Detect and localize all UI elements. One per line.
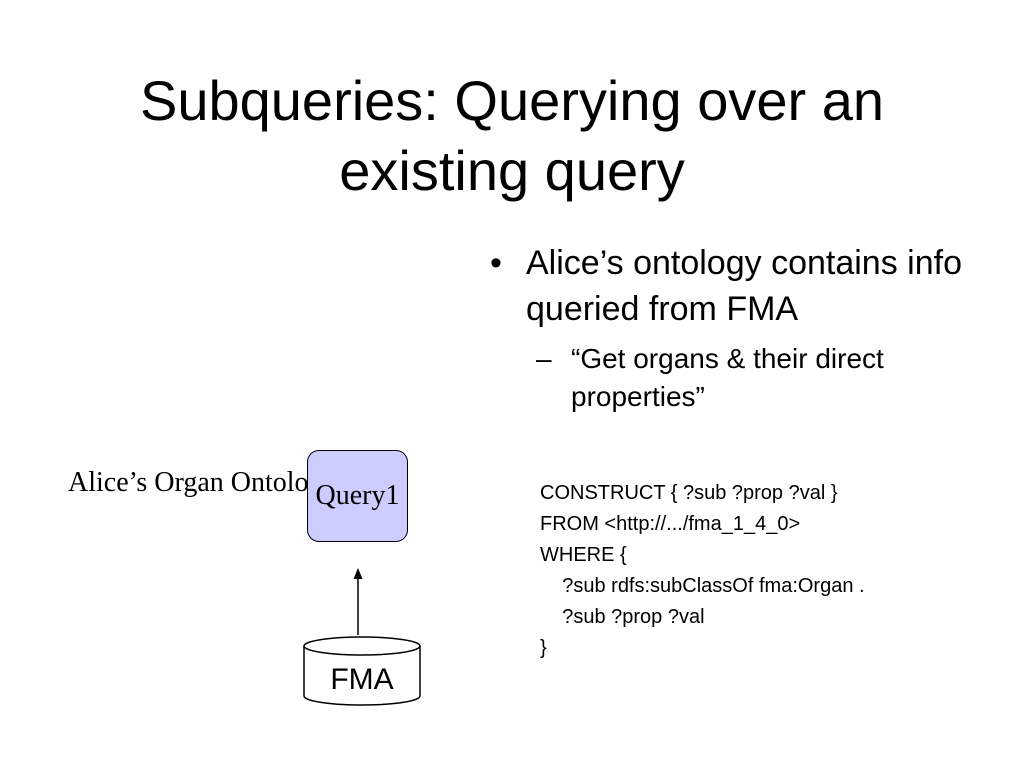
bullet-marker: • — [490, 244, 502, 282]
bullet-item: • Alice’s ontology contains info queried… — [490, 240, 1000, 332]
sub-bullet-item: – “Get organs & their direct properties” — [536, 340, 1000, 416]
database-node-label: FMA — [330, 663, 394, 696]
sparql-query-code: CONSTRUCT { ?sub ?prop ?val } FROM <http… — [540, 482, 865, 659]
query-node-label: Query1 — [315, 480, 400, 511]
sub-bullet-marker: – — [536, 343, 552, 374]
ontology-label: Alice’s Organ Ontology — [68, 467, 337, 498]
database-cylinder-icon — [303, 636, 421, 706]
bullet-list: • Alice’s ontology contains info queried… — [490, 240, 1000, 416]
sub-bullet-text: “Get organs & their direct properties” — [571, 343, 884, 412]
bullet-text: Alice’s ontology contains info queried f… — [526, 244, 962, 328]
query-node: Query1 — [307, 450, 408, 542]
slide-title: Subqueries: Querying over an existing qu… — [140, 69, 884, 202]
arrow-up-icon — [353, 568, 363, 635]
